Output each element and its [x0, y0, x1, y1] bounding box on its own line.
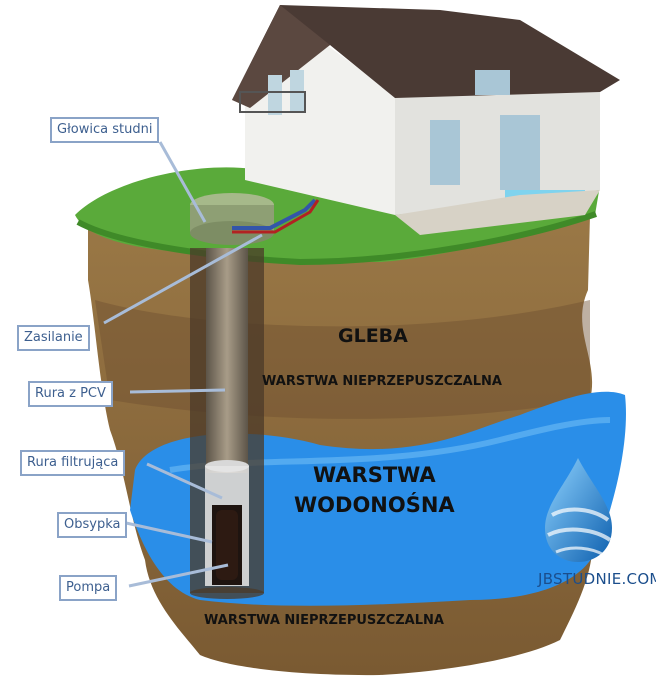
- house-window: [500, 115, 540, 190]
- terrace: [395, 190, 600, 235]
- pvc-pipe: [206, 248, 248, 473]
- borehole-bottom: [190, 587, 264, 599]
- house-balcony: [239, 91, 306, 113]
- layer-label-aquifer: WARSTWA WODONOŚNA: [294, 460, 455, 520]
- callout-connectors: [103, 141, 263, 588]
- layer-label-impermeable-bottom: WARSTWA NIEPRZEPUSZCZALNA: [204, 613, 444, 628]
- callout-pump: Pompa: [59, 575, 118, 601]
- brand-name: JBSTUDNIE.COM: [538, 570, 656, 588]
- aquifer-label-line1: WARSTWA: [313, 463, 436, 487]
- callout-pvc-pipe: Rura z PCV: [28, 381, 113, 407]
- water-line: [232, 199, 320, 234]
- callout-power: Zasilanie: [17, 325, 90, 351]
- power-line: [232, 198, 317, 230]
- grass-edge: [76, 211, 597, 266]
- connector-pvc: [129, 388, 226, 394]
- house-wall-left: [245, 40, 395, 215]
- connector-power: [103, 233, 263, 325]
- aquifer-label-line2: WODONOŚNA: [294, 493, 455, 517]
- house-window: [475, 70, 510, 95]
- callout-filter-pipe: Rura filtrująca: [20, 450, 126, 476]
- pump-body: [216, 510, 238, 580]
- well-shaft: [190, 248, 264, 599]
- house-window: [430, 120, 460, 185]
- ground-block: [75, 167, 626, 676]
- layer-label-impermeable-top: WARSTWA NIEPRZEPUSZCZALNA: [262, 374, 502, 389]
- callout-wellhead: Głowica studni: [50, 117, 160, 143]
- layer-label-soil: GLEBA: [338, 325, 408, 347]
- house-roof: [232, 5, 620, 100]
- house-window: [268, 75, 282, 115]
- connector-pump: [128, 563, 229, 588]
- callout-gravel: Obsypka: [57, 512, 128, 538]
- house: [232, 5, 620, 235]
- house-roof-front: [232, 5, 330, 108]
- connector-wellhead: [158, 141, 207, 223]
- connector-filter: [146, 462, 223, 500]
- connector-gravel: [125, 521, 213, 544]
- brand-logo-icon: [545, 458, 612, 562]
